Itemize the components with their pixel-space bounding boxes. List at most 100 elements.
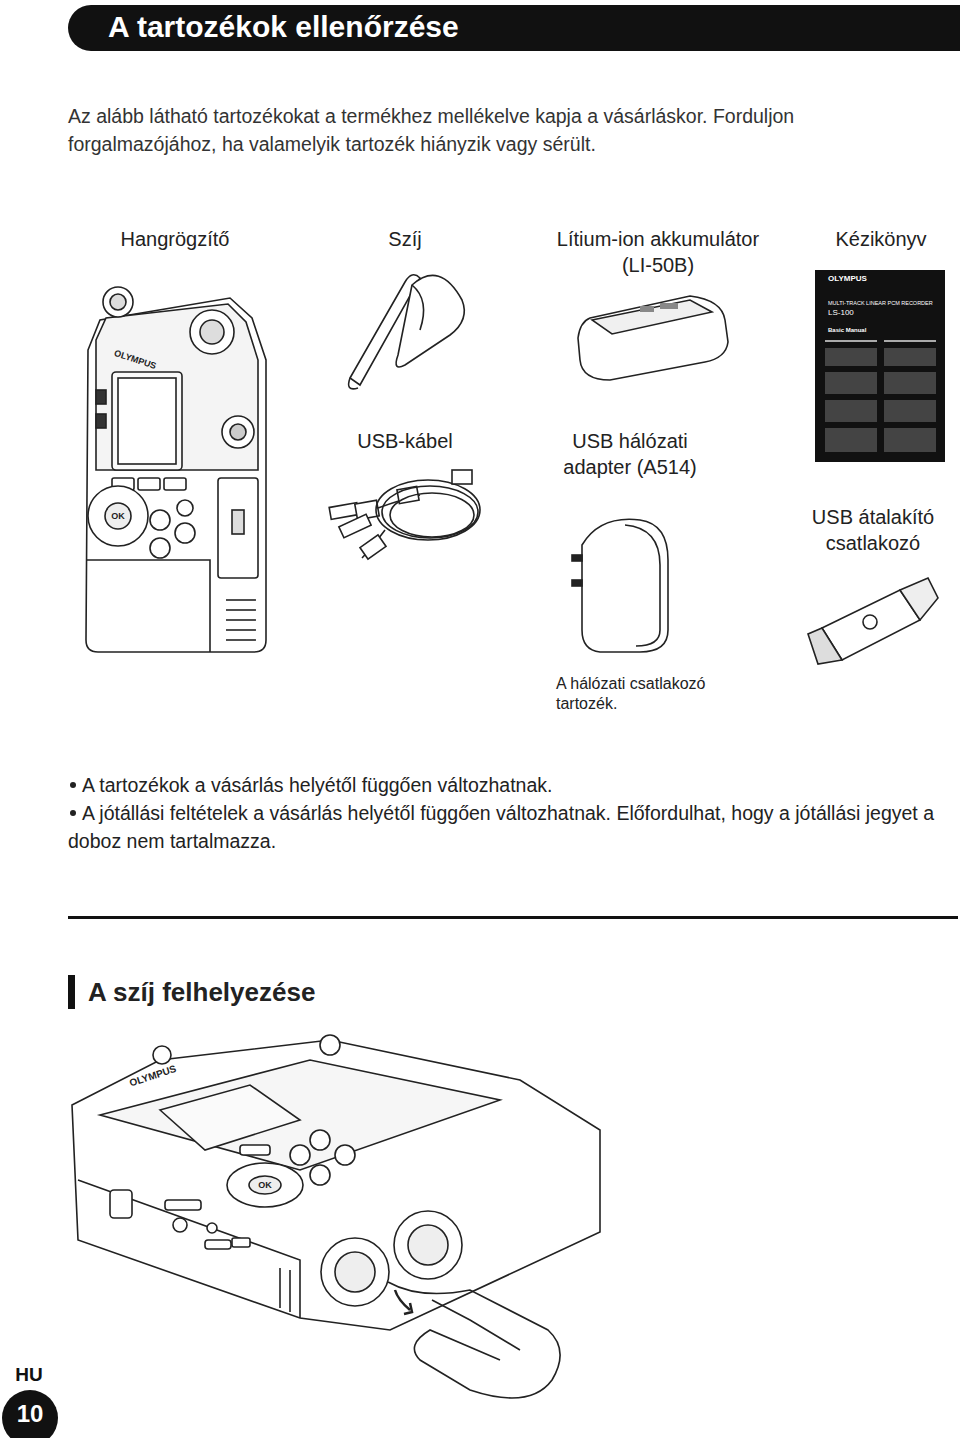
strap-attach-illustration: [320, 1035, 340, 1055]
strap-attach-illustration: [335, 1252, 375, 1292]
manual-model: LS-100: [828, 308, 888, 318]
strap-attach-illustration: [110, 1190, 132, 1218]
recorder-illustration: [112, 372, 182, 470]
recorder-illustration: [230, 424, 246, 440]
strap-attach-illustration: [207, 1223, 217, 1233]
strap-attach-illustration: [279, 1268, 281, 1308]
bullet-dot: [70, 810, 76, 816]
strap-attach-illustration: [310, 1165, 330, 1185]
manual-illustration: [825, 372, 877, 394]
manual-illustration: [884, 348, 936, 366]
strap-attach-illustration: [153, 1046, 171, 1064]
manual-illustration: [815, 270, 945, 462]
button-label: OK: [255, 1179, 275, 1191]
recorder-illustration: [150, 510, 170, 530]
recorder-illustration: [138, 478, 160, 490]
device-brand: OLYMPUS: [128, 1056, 198, 1089]
strap-attach-illustration: [160, 1085, 300, 1150]
strap-illustration: [412, 285, 424, 330]
strap-attach-illustration: [72, 1040, 600, 1330]
recorder-illustration: [105, 503, 131, 529]
manual-illustration: [884, 372, 936, 394]
strap-attach-illustration: [432, 1300, 520, 1350]
usb-cable-illustration: [382, 486, 478, 538]
usb-cable-illustration: [376, 480, 480, 540]
manual-brand: OLYMPUS: [828, 274, 908, 284]
manual-illustration: [884, 400, 936, 422]
manual-illustration: [884, 340, 936, 342]
page-number-disc: 10: [2, 1390, 58, 1438]
strap-attach-illustration: [227, 1163, 303, 1207]
usb-cable-illustration: [452, 470, 472, 484]
ac-adapter-illustration: [572, 580, 582, 586]
intro-text: Az alább látható tartozékokat a termékhe…: [68, 102, 868, 158]
note-text: A hálózati csatlakozó tartozék.: [556, 674, 736, 714]
page-number: 10: [2, 1400, 58, 1428]
strap-attach-illustration: [240, 1145, 270, 1155]
item-label: Hangrögzítő: [90, 226, 260, 252]
battery-illustration: [578, 296, 728, 380]
recorder-illustration: [190, 310, 234, 354]
section-heading: A szíj felhelyezése: [88, 974, 488, 1010]
strap-attach-illustration: [173, 1218, 187, 1232]
strap-attach-illustration: [72, 1035, 600, 1398]
strap-illustration: [349, 275, 465, 389]
recorder-illustration: [226, 639, 256, 641]
battery-illustration: [578, 296, 728, 380]
recorder-illustration: [96, 390, 106, 404]
recorder-illustration: [200, 320, 224, 344]
strap-attach-illustration: [205, 1240, 231, 1249]
strap-attach-illustration: [404, 1303, 412, 1314]
recorder-illustration: [86, 298, 266, 652]
page-badge: HU 10: [0, 1364, 64, 1438]
recorder-illustration: [103, 287, 133, 317]
recorder-illustration: [96, 304, 258, 470]
strap-attach-illustration: [310, 1130, 330, 1150]
recorder-illustration: [110, 294, 126, 310]
header-band: [68, 5, 960, 51]
battery-illustration: [592, 300, 712, 334]
language-code: HU: [0, 1364, 58, 1386]
strap-attach-illustration: [78, 1180, 300, 1318]
usb-converter-illustration: [900, 578, 938, 620]
strap-illustration: [396, 275, 464, 367]
section-bar: [68, 975, 75, 1009]
manual-subtitle: MULTI-TRACK LINEAR PCM RECORDER: [828, 300, 938, 307]
device-brand: OLYMPUS: [113, 348, 183, 380]
manual-illustration: [884, 428, 936, 452]
page-title: A tartozékok ellenőrzése: [108, 7, 459, 47]
strap-attach-illustration: [335, 1145, 355, 1165]
manual-illustration: [825, 428, 877, 452]
header-band: [900, 5, 960, 51]
manual-illustration: [825, 400, 877, 422]
recorder-illustration: [164, 478, 186, 490]
strap-attach-illustration: [395, 1290, 410, 1310]
item-label: Lítium-ion akkumulátor (LI-50B): [543, 226, 773, 278]
recorder-illustration: [226, 629, 256, 631]
ac-adapter-illustration: [572, 519, 668, 652]
ac-adapter-illustration: [625, 525, 660, 646]
recorder-illustration: [88, 486, 148, 546]
recorder-illustration: [86, 287, 266, 652]
strap-attach-illustration: [290, 1145, 310, 1165]
usb-converter-illustration: [863, 615, 877, 629]
strap-attach-illustration: [165, 1200, 201, 1210]
strap-attach-illustration: [249, 1176, 281, 1194]
manual-subtitle: Basic Manual: [828, 326, 888, 334]
ac-adapter-illustration: [572, 555, 582, 561]
recorder-illustration: [86, 560, 210, 652]
recorder-illustration: [118, 378, 176, 464]
strap-attach-illustration: [232, 1238, 250, 1247]
strap-attach-illustration: [321, 1238, 389, 1306]
item-label: USB hálózati adapter (A514): [545, 428, 715, 480]
strap-attach-illustration: [408, 1225, 448, 1265]
recorder-illustration: [175, 523, 195, 543]
bullet-dot: [70, 782, 76, 788]
strap-attach-illustration: [394, 1211, 462, 1279]
recorder-illustration: [177, 500, 193, 516]
manual-illustration: [825, 340, 877, 342]
usb-cable-illustration: [360, 535, 386, 559]
strap-illustration: [349, 378, 358, 389]
